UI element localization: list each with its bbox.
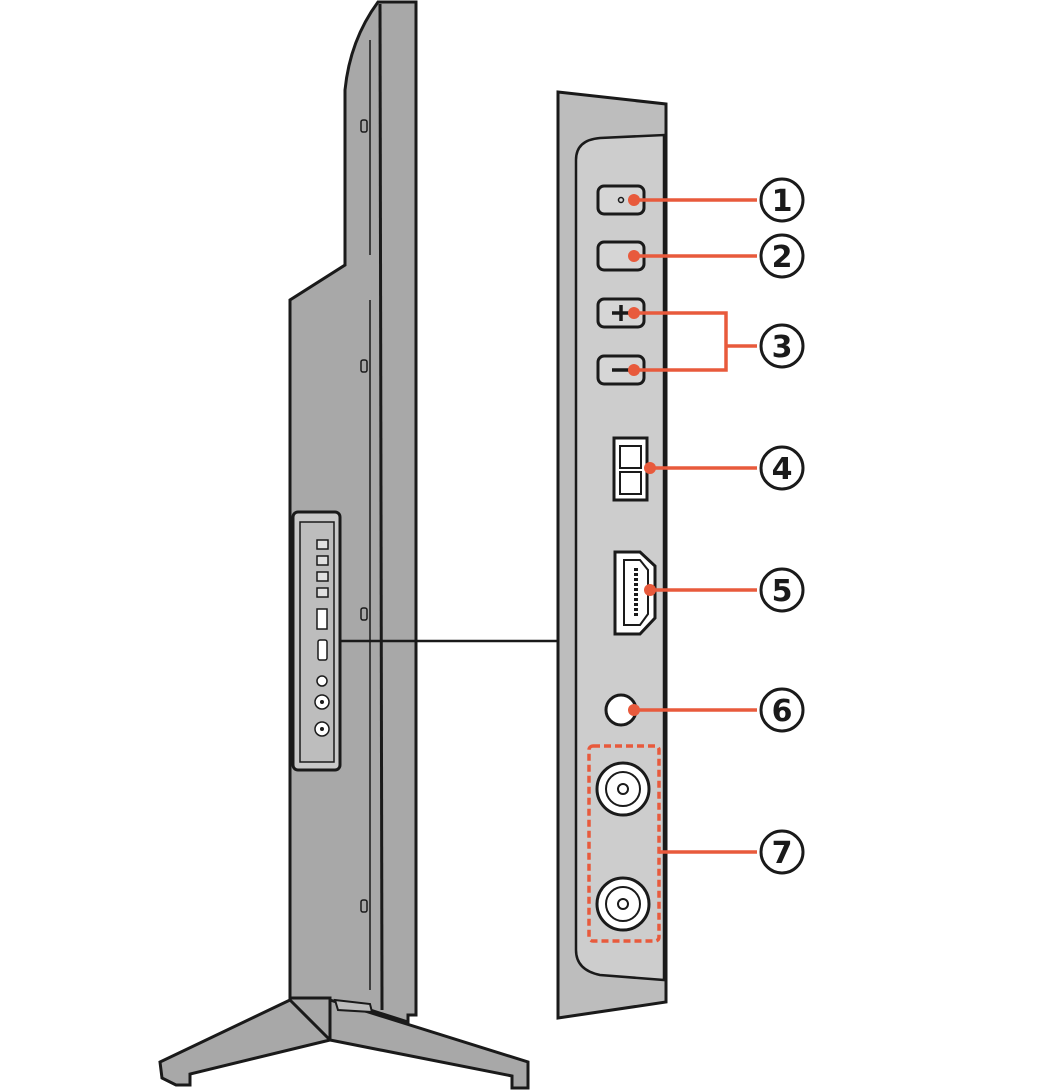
callout-6-label: 6: [772, 694, 793, 729]
antenna-group-outline: [587, 744, 661, 943]
dot-1: [628, 194, 640, 206]
mini-button: [316, 571, 329, 582]
callout-leaders: [634, 198, 757, 854]
mini-button: [316, 539, 329, 550]
callout-6: 6: [759, 687, 805, 733]
leader-3-bracket: [634, 311, 728, 372]
mount-slot: [360, 607, 368, 621]
tv-stand: [158, 996, 530, 1090]
dot-4: [644, 462, 656, 474]
dot-2: [628, 250, 640, 262]
callout-5: 5: [759, 567, 805, 613]
tv-side-body: [288, 0, 418, 1025]
callout-1: 1: [759, 177, 805, 223]
mount-slot: [360, 899, 368, 913]
stand-leg-left: [158, 998, 333, 1087]
callout-7: 7: [759, 829, 805, 875]
callout-1-label: 1: [772, 184, 793, 219]
mini-usb: [316, 608, 328, 630]
dot-3b: [628, 364, 640, 376]
mini-antenna-core: [320, 700, 324, 704]
mount-slot: [360, 119, 368, 133]
callout-markers: 1 2 3 4 5 6 7: [759, 177, 805, 875]
callout-7-label: 7: [772, 836, 793, 871]
mount-slot: [360, 359, 368, 373]
bezel-line: [378, 3, 384, 1011]
antenna-ring: [605, 771, 641, 807]
callout-3-label: 3: [772, 330, 793, 365]
stand-leg-right: [328, 997, 530, 1090]
dot-6: [628, 704, 640, 716]
callout-4-label: 4: [772, 452, 793, 487]
mini-button: [316, 555, 329, 566]
callout-5-label: 5: [772, 574, 793, 609]
hdmi-inner: [623, 559, 649, 626]
usb-slot-bottom: [619, 471, 642, 495]
callout-2: 2: [759, 233, 805, 279]
dot-5: [644, 584, 656, 596]
antenna-pin: [617, 783, 629, 795]
mini-button: [316, 587, 329, 598]
antenna-pin: [617, 898, 629, 910]
zoomed-side-panel: [556, 90, 668, 1020]
antenna-ring: [605, 886, 641, 922]
stand-joint: [333, 998, 374, 1014]
mini-antenna-core: [320, 727, 324, 731]
callout-4: 4: [759, 445, 805, 491]
callout-dots: [628, 194, 656, 716]
callout-2-label: 2: [772, 240, 793, 275]
usb-slot-top: [619, 445, 642, 469]
mini-hdmi: [317, 639, 328, 661]
power-dot: [617, 196, 625, 204]
mini-jack: [316, 675, 328, 687]
dot-3a: [628, 307, 640, 319]
callout-3: 3: [759, 323, 805, 369]
